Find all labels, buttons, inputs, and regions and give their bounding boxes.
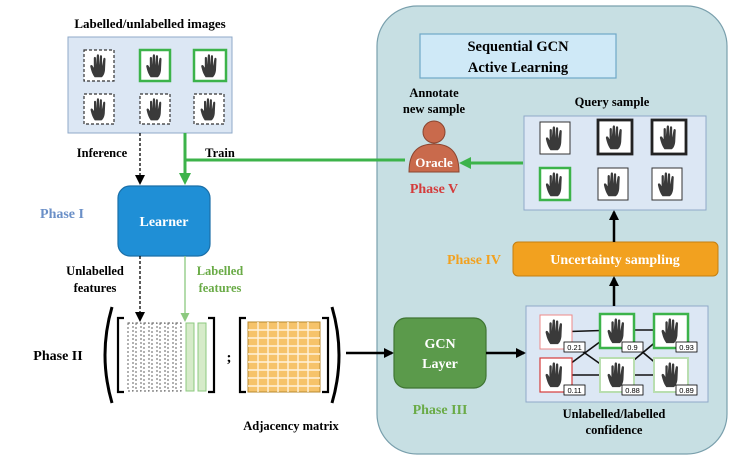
- panel-title-line1: Sequential GCN: [467, 39, 569, 55]
- inference-label: Inference: [77, 146, 128, 160]
- images-title: Labelled/unlabelled images: [74, 16, 225, 31]
- learner-label: Learner: [140, 215, 189, 230]
- confidence-badge-3: 0.11: [567, 386, 581, 395]
- phase-three-label: Phase III: [413, 403, 468, 418]
- confidence-label-2: confidence: [586, 423, 643, 437]
- unlabelled-features-label-1: Unlabelled: [66, 264, 124, 278]
- train-label: Train: [205, 146, 235, 160]
- feature-matrix: [103, 306, 216, 404]
- panel-title-line2: Active Learning: [468, 60, 569, 76]
- annotate-label-2: new sample: [403, 102, 466, 116]
- phase-four-label: Phase IV: [447, 253, 501, 268]
- image-thumbs: [83, 48, 228, 125]
- confidence-badge-2: 0.93: [679, 343, 694, 352]
- confidence-badge-5: 0.89: [679, 386, 694, 395]
- confidence-badge-4: 0.88: [625, 386, 640, 395]
- oracle-person-icon: [408, 120, 460, 173]
- gcn-label-1: GCN: [424, 337, 455, 352]
- confidence-thumbs: [539, 312, 690, 393]
- unlabelled-features-label-2: features: [74, 281, 117, 295]
- uncertainty-sampling-box: [512, 241, 719, 277]
- query-sample-label: Query sample: [575, 95, 650, 109]
- uncertainty-sampling-label: Uncertainty sampling: [550, 253, 680, 268]
- gcn-layer-box: [393, 317, 487, 389]
- confidence-badges: 0.21 0.9 0.93 0.11 0.88 0.89: [563, 341, 698, 396]
- query-thumbs: [538, 118, 688, 202]
- phase-two-label: Phase II: [33, 349, 82, 364]
- confidence-label-1: Unlabelled/labelled: [563, 407, 666, 421]
- labelled-features-label-2: features: [199, 281, 242, 295]
- panel-title-box: [419, 33, 617, 79]
- phase-five-label: Phase V: [410, 182, 458, 197]
- annotate-label-1: Annotate: [409, 86, 459, 100]
- learner-box: [117, 185, 211, 257]
- phase-one-label: Phase I: [40, 207, 84, 222]
- matrix-separator: ;: [227, 350, 232, 366]
- confidence-badge-0: 0.21: [567, 343, 582, 352]
- adjacency-matrix-label: Adjacency matrix: [243, 419, 339, 433]
- labelled-features-label-1: Labelled: [197, 264, 244, 278]
- oracle-label: Oracle: [415, 155, 453, 170]
- adjacency-matrix: [238, 306, 341, 404]
- confidence-badge-1: 0.9: [627, 343, 637, 352]
- gcn-label-2: Layer: [422, 357, 458, 372]
